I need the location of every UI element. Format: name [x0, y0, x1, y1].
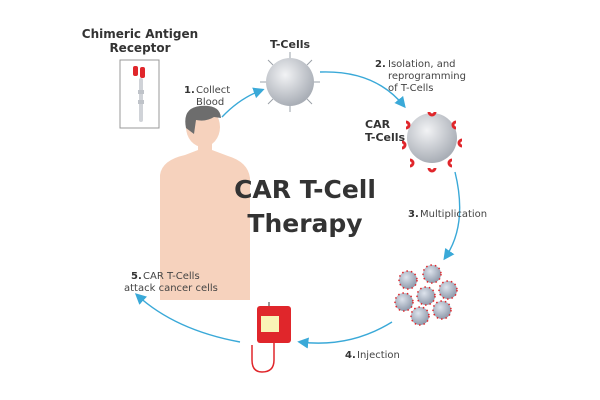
human-figure	[160, 105, 250, 300]
receptor-illustration	[119, 59, 160, 129]
car-t-cells-label-line1: CAR	[365, 118, 391, 131]
t-cells-label: T-Cells	[270, 38, 311, 51]
svg-text:Collect: Collect	[196, 85, 230, 96]
multiplied-cells-illustration	[394, 264, 458, 326]
svg-text:Blood: Blood	[196, 97, 224, 108]
svg-text:3.: 3.	[408, 209, 419, 220]
arrow-step-2	[319, 71, 406, 109]
svg-text:Injection: Injection	[357, 350, 400, 361]
step-3-label: 3. Multiplication	[408, 209, 487, 220]
step-4-label: 4. Injection	[345, 350, 400, 361]
diagram-title-line1: CAR T-Cell	[234, 175, 376, 204]
arrow-step-4	[297, 321, 393, 349]
svg-text:1.: 1.	[184, 85, 195, 96]
diagram-title-line2: Therapy	[247, 209, 362, 238]
step-1-label: 1. Collect Blood	[184, 85, 230, 108]
arrow-step-5	[134, 293, 241, 343]
step-5-label: 5. CAR T-Cells attack cancer cells	[124, 271, 218, 294]
svg-text:Isolation, and: Isolation, and	[388, 59, 456, 70]
car-t-cell-illustration	[401, 111, 463, 173]
svg-text:Multiplication: Multiplication	[420, 209, 487, 220]
iv-bag-illustration	[251, 302, 291, 373]
receptor-title-line2: Receptor	[109, 41, 170, 55]
svg-text:2.: 2.	[375, 59, 386, 70]
svg-text:4.: 4.	[345, 350, 356, 361]
receptor-title-line1: Chimeric Antigen	[82, 27, 198, 41]
svg-text:5.: 5.	[131, 271, 142, 282]
arrow-step-1	[221, 87, 265, 118]
arrow-step-3	[443, 171, 461, 261]
svg-text:attack cancer cells: attack cancer cells	[124, 283, 218, 294]
svg-text:reprogramming: reprogramming	[388, 71, 466, 82]
car-t-cells-label-line2: T-Cells	[365, 131, 406, 144]
step-2-label: 2. Isolation, and reprogramming of T-Cel…	[375, 59, 466, 94]
svg-text:of T-Cells: of T-Cells	[388, 83, 434, 94]
svg-text:CAR T-Cells: CAR T-Cells	[143, 271, 200, 282]
t-cell-illustration	[260, 52, 320, 112]
